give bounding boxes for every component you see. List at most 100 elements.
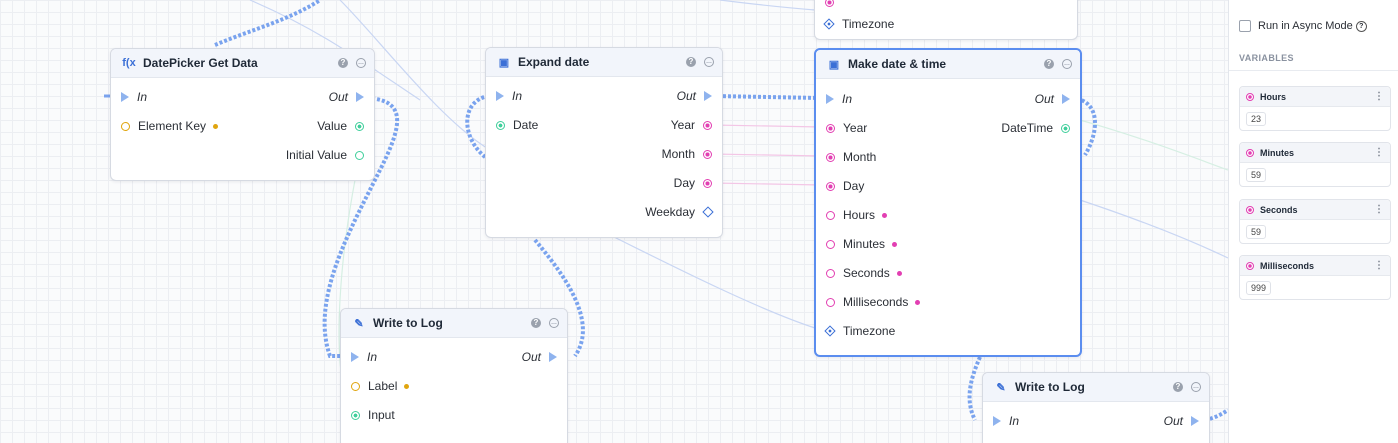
value-label: Value — [317, 119, 347, 133]
weekday-label: Weekday — [645, 205, 695, 219]
pin-row: Month — [486, 143, 722, 165]
help-icon[interactable]: ? — [338, 58, 348, 68]
number-type-icon — [1246, 148, 1254, 157]
help-icon[interactable]: ? — [1355, 20, 1367, 32]
async-mode-option[interactable]: Run in Async Mode ? — [1239, 20, 1367, 32]
async-mode-label: Run in Async Mode — [1258, 20, 1353, 32]
milliseconds-pin[interactable] — [826, 297, 835, 307]
timezone-label: Timezone — [842, 17, 895, 31]
pin-row: Day — [816, 175, 1080, 197]
variable-value[interactable]: 999 — [1246, 281, 1272, 295]
node-title: DatePicker Get Data — [143, 56, 258, 70]
year-label: Year — [670, 118, 695, 132]
variable-value[interactable]: 23 — [1246, 112, 1267, 126]
element-key-pin[interactable] — [121, 121, 130, 131]
in-label: In — [842, 92, 853, 106]
weekday-pin[interactable] — [702, 206, 714, 218]
help-icon[interactable]: ? — [686, 57, 696, 67]
variable-card[interactable]: Milliseconds⋮ 999 — [1239, 255, 1391, 300]
exec-wire — [712, 94, 821, 100]
month-pin[interactable] — [703, 149, 712, 159]
minutes-pin[interactable] — [826, 239, 835, 249]
seconds-label: Seconds — [843, 266, 890, 280]
comment-icon[interactable]: … — [704, 57, 714, 67]
pin-row: Minutes — [816, 233, 1080, 255]
node-make-date-time[interactable]: ▣ Make date & time ? … In Out Year DateT… — [814, 48, 1082, 357]
function-icon: f(x — [122, 57, 136, 69]
initial-value-label: Initial Value — [285, 148, 347, 162]
year-pin[interactable] — [703, 120, 712, 130]
out-label: Out — [1163, 414, 1183, 428]
year-label: Year — [843, 121, 868, 135]
exec-wire — [465, 94, 491, 162]
node-title: Expand date — [518, 55, 590, 69]
exec-in-pin[interactable] — [993, 416, 1001, 426]
exec-row: In Out — [341, 346, 567, 368]
value-pin[interactable] — [355, 121, 364, 131]
exec-out-pin[interactable] — [704, 91, 712, 101]
node-write-to-log[interactable]: ✎ Write to Log ? … In Out — [982, 372, 1210, 443]
help-icon[interactable]: ? — [531, 318, 541, 328]
input-pin[interactable] — [351, 410, 360, 420]
day-label: Day — [673, 176, 695, 190]
node-datepicker-get-data[interactable]: f(x DatePicker Get Data ? … In Out Eleme… — [110, 48, 375, 181]
pin-row: Seconds — [816, 262, 1080, 284]
variable-card[interactable]: Hours⋮ 23 — [1239, 86, 1391, 131]
hours-pin[interactable] — [826, 210, 835, 220]
initial-value-pin[interactable] — [355, 150, 364, 160]
async-mode-checkbox[interactable] — [1239, 20, 1251, 32]
variable-card[interactable]: Seconds⋮ 59 — [1239, 199, 1391, 244]
milliseconds-label: Milliseconds — [843, 295, 909, 309]
pin-row: Label — [341, 375, 567, 397]
more-menu-icon[interactable]: ⋮ — [1374, 90, 1384, 102]
help-icon[interactable]: ? — [1044, 59, 1054, 69]
day-pin[interactable] — [703, 178, 712, 188]
timezone-pin[interactable] — [823, 18, 835, 30]
node-header[interactable]: ✎ Write to Log ? … — [983, 373, 1209, 402]
comment-icon[interactable]: … — [549, 318, 559, 328]
variable-card[interactable]: Minutes⋮ 59 — [1239, 142, 1391, 187]
node-expand-date[interactable]: ▣ Expand date ? … In Out Date Year Month… — [485, 47, 723, 238]
in-label: In — [512, 89, 523, 103]
label-pin[interactable] — [351, 381, 360, 391]
exec-in-pin[interactable] — [826, 94, 834, 104]
variable-value[interactable]: 59 — [1246, 225, 1267, 239]
date-pin[interactable] — [496, 120, 505, 130]
pin-row: Hours — [816, 204, 1080, 226]
more-menu-icon[interactable]: ⋮ — [1374, 146, 1384, 158]
number-pin[interactable] — [825, 0, 834, 7]
node-header[interactable]: ▣ Make date & time ? … — [816, 50, 1080, 79]
node-header[interactable]: ▣ Expand date ? … — [486, 48, 722, 77]
exec-row: In Out — [486, 85, 722, 107]
exec-in-pin[interactable] — [351, 352, 359, 362]
help-icon[interactable]: ? — [1173, 382, 1183, 392]
datetime-pin[interactable] — [1061, 123, 1070, 133]
data-wire — [1079, 119, 1228, 171]
required-dot — [915, 299, 921, 305]
year-pin[interactable] — [826, 123, 835, 133]
comment-icon[interactable]: … — [1191, 382, 1201, 392]
month-pin[interactable] — [826, 152, 835, 162]
comment-icon[interactable]: … — [1062, 59, 1072, 69]
exec-in-pin[interactable] — [121, 92, 129, 102]
variable-value[interactable]: 59 — [1246, 168, 1267, 182]
timezone-pin[interactable] — [824, 325, 836, 337]
more-menu-icon[interactable]: ⋮ — [1374, 259, 1384, 271]
seconds-pin[interactable] — [826, 268, 835, 278]
exec-in-pin[interactable] — [496, 91, 504, 101]
exec-out-pin[interactable] — [1062, 94, 1070, 104]
exec-out-pin[interactable] — [549, 352, 557, 362]
node-write-to-log[interactable]: ✎ Write to Log ? … In Out Label Input — [340, 308, 568, 443]
variables-sidebar: Run in Async Mode ? VARIABLES Hours⋮ 23 … — [1228, 0, 1398, 443]
node-header[interactable]: ✎ Write to Log ? … — [341, 309, 567, 338]
comment-icon[interactable]: … — [356, 58, 366, 68]
exec-out-pin[interactable] — [356, 92, 364, 102]
number-type-icon — [1246, 261, 1254, 270]
node-partial-top[interactable]: Timezone — [814, 0, 1078, 40]
more-menu-icon[interactable]: ⋮ — [1374, 203, 1384, 215]
year-wire — [711, 124, 823, 128]
exec-out-pin[interactable] — [1191, 416, 1199, 426]
graph-canvas[interactable]: Timezone f(x DatePicker Get Data ? … In … — [0, 0, 1228, 443]
node-header[interactable]: f(x DatePicker Get Data ? … — [111, 49, 374, 78]
day-pin[interactable] — [826, 181, 835, 191]
